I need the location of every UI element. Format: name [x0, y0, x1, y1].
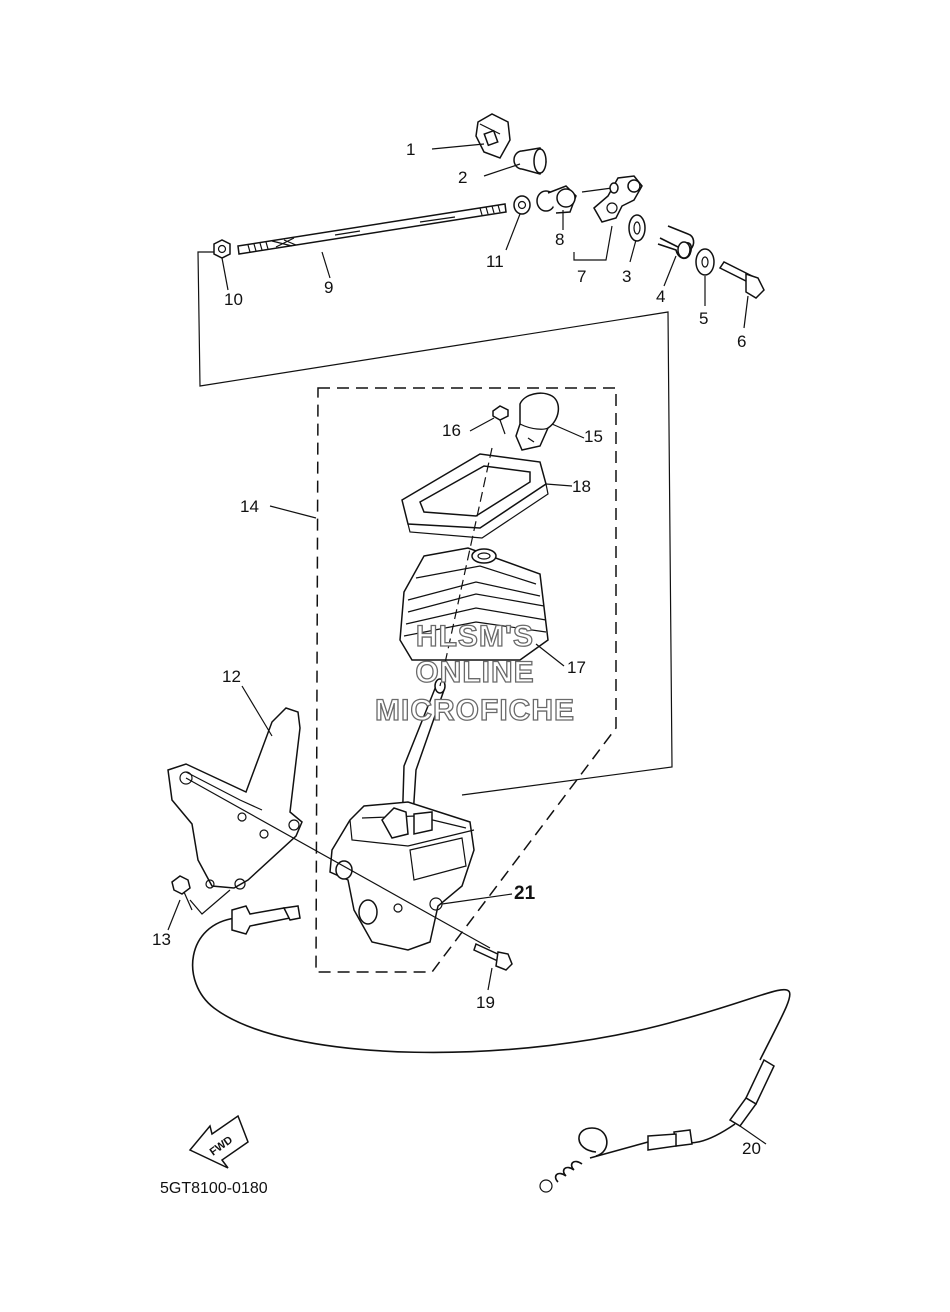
svg-text:HLSM'S: HLSM'S [416, 620, 534, 653]
part-13-bolt [171, 875, 193, 911]
part-10-nut [213, 239, 231, 259]
svg-text:MICROFICHE: MICROFICHE [375, 694, 575, 727]
shifter-assembly-dashed-box [315, 387, 617, 973]
part-5-washer [695, 248, 715, 276]
callout-7: 7 [577, 267, 586, 286]
part-4-spring [657, 225, 695, 260]
callout-17: 17 [567, 658, 586, 677]
part-20-cable [191, 905, 791, 1193]
callout-11: 11 [486, 252, 504, 271]
callout-18: 18 [572, 477, 591, 496]
callout-6: 6 [737, 332, 746, 351]
svg-text:ONLINE: ONLINE [415, 656, 534, 689]
part-9-shift-rod [237, 203, 507, 255]
part-11-nut [513, 195, 531, 215]
part-21-housing [329, 801, 475, 951]
watermark: HLSM'S ONLINE MICROFICHE [374, 619, 575, 727]
part-12-bracket [167, 707, 303, 890]
part-19-bolt [473, 942, 513, 971]
callout-19: 19 [476, 993, 495, 1012]
callout-13: 13 [152, 930, 171, 949]
callout-3: 3 [622, 267, 631, 286]
part-13-bracket-lines [189, 889, 231, 915]
part-6-bolt [718, 261, 765, 299]
part-1-clip [475, 113, 511, 159]
callout-8: 8 [555, 230, 564, 249]
callout-14: 14 [240, 497, 259, 516]
shift-lever-centerline [439, 447, 493, 687]
part-17-boot [399, 547, 549, 661]
callout-2: 2 [458, 168, 467, 187]
callout-20: 20 [742, 1139, 761, 1158]
part-2-bushing [513, 147, 547, 175]
part-16-screw [492, 405, 509, 435]
callout-12: 12 [222, 667, 241, 686]
fwd-arrow-icon: FWD [188, 1114, 249, 1169]
callout-4: 4 [656, 287, 665, 306]
callout-1: 1 [406, 140, 415, 159]
part-8-ball-joint [536, 185, 577, 214]
part-7-lever [581, 175, 643, 223]
callout-16: 16 [442, 421, 461, 440]
callout-10: 10 [224, 290, 243, 309]
assembly-frame-line [197, 251, 673, 796]
part-3-washer [628, 214, 646, 242]
callout-21: 21 [514, 883, 536, 904]
leader-lines [167, 143, 767, 1145]
part-15-knob [515, 392, 560, 451]
callout-9: 9 [324, 278, 333, 297]
callout-15: 15 [584, 427, 603, 446]
diagram-part-code: 5GT8100-0180 [160, 1180, 268, 1197]
alignment-line [185, 777, 491, 949]
part-18-seal-frame [401, 453, 549, 539]
callout-5: 5 [699, 309, 708, 328]
